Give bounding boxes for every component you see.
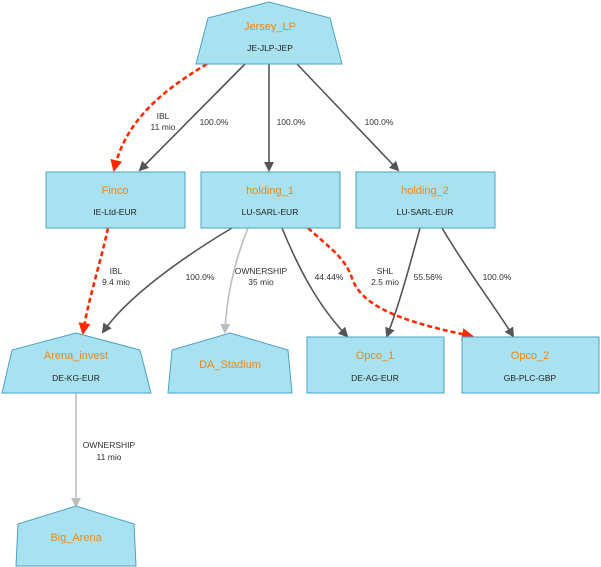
edge-holding2-opco1-ownership[interactable] — [385, 227, 421, 338]
node-title: Arena_invest — [44, 350, 108, 362]
node-subtitle: DE-KG-EUR — [52, 373, 100, 383]
label-arena-bigarena-type: OWNERSHIP — [83, 440, 136, 450]
node-subtitle: LU-SARL-EUR — [397, 207, 454, 217]
node-subtitle: JE-JLP-JEP — [247, 43, 293, 53]
node-holding-2[interactable]: holding_2 LU-SARL-EUR — [355, 171, 496, 229]
node-subtitle: GB-PLC-GBP — [504, 373, 557, 383]
rect-shape — [45, 171, 186, 229]
edge-finco-arena-ibl-loan[interactable] — [78, 227, 110, 335]
rect-shape — [306, 336, 445, 394]
node-arena-invest[interactable]: Arena_invest DE-KG-EUR — [1, 332, 152, 394]
node-opco-1[interactable]: Opco_1 DE-AG-EUR — [306, 336, 445, 394]
label-jersey-holding2-pct: 100.0% — [365, 117, 394, 127]
label-arena-bigarena-amount: 11 mio — [97, 452, 122, 462]
label-jersey-finco-pct: 100.0% — [200, 117, 229, 127]
label-holding2-opco2-pct: 100.0% — [483, 272, 512, 282]
edge-holding1-dastadium-ownership[interactable] — [220, 227, 249, 334]
label-holding2-opco1-pct: 55.56% — [414, 272, 443, 282]
label-holding1-opco2-shl-type: SHL — [377, 266, 394, 276]
label-finco-arena-ibl-type: IBL — [110, 266, 123, 276]
node-big-arena[interactable]: Big_Arena — [15, 505, 137, 567]
pentagon-shape — [195, 1, 343, 65]
label-finco-arena-ibl-amount: 9.4 mio — [102, 277, 130, 287]
edge-jersey-holding2-ownership[interactable] — [296, 63, 400, 172]
edge-holding1-opco1-ownership[interactable] — [281, 227, 349, 338]
node-title: DA_Stadium — [199, 359, 261, 371]
pentagon-shape — [167, 332, 293, 394]
node-holding-1[interactable]: holding_1 LU-SARL-EUR — [200, 171, 341, 229]
node-jersey-lp[interactable]: Jersey_LP JE-JLP-JEP — [195, 1, 343, 65]
node-title: Opco_2 — [511, 350, 550, 362]
rect-shape — [200, 171, 341, 229]
label-holding1-dastadium-type: OWNERSHIP — [235, 266, 288, 276]
label-holding1-opco1-pct: 44.44% — [315, 272, 344, 282]
pentagon-shape — [15, 505, 137, 567]
edge-jersey-finco-ibl-loan[interactable] — [110, 62, 208, 172]
node-title: Big_Arena — [50, 532, 102, 544]
node-opco-2[interactable]: Opco_2 GB-PLC-GBP — [461, 336, 600, 394]
pentagon-shape — [1, 332, 152, 394]
node-title: holding_2 — [401, 185, 449, 197]
edge-holding2-opco2-ownership[interactable] — [441, 227, 515, 338]
edge-holding1-opco2-shl-loan[interactable] — [307, 227, 474, 340]
node-finco[interactable]: Finco IE-Ltd-EUR — [45, 171, 186, 229]
node-title: Opco_1 — [356, 350, 395, 362]
node-title: Finco — [102, 185, 129, 197]
label-holding1-arena-pct: 100.0% — [186, 272, 215, 282]
edge-labels: IBL 11 mio 100.0% 100.0% 100.0% IBL 9.4 … — [83, 111, 512, 462]
edge-holding1-arena-ownership[interactable] — [101, 227, 233, 334]
label-jersey-finco-ibl-type: IBL — [157, 111, 170, 121]
edge-jersey-finco-ownership[interactable] — [138, 63, 246, 172]
node-subtitle: IE-Ltd-EUR — [93, 207, 136, 217]
label-jersey-holding1-pct: 100.0% — [277, 117, 306, 127]
node-title: holding_1 — [246, 185, 294, 197]
node-da-stadium[interactable]: DA_Stadium — [167, 332, 293, 394]
edges — [71, 62, 515, 508]
rect-shape — [461, 336, 600, 394]
label-holding1-dastadium-amount: 35 mio — [248, 277, 274, 287]
label-holding1-opco2-shl-amount: 2.5 mio — [371, 277, 399, 287]
node-subtitle: DE-AG-EUR — [351, 373, 399, 383]
node-title: Jersey_LP — [244, 21, 296, 33]
rect-shape — [355, 171, 496, 229]
label-jersey-finco-ibl-amount: 11 mio — [151, 122, 176, 132]
node-subtitle: LU-SARL-EUR — [242, 207, 299, 217]
